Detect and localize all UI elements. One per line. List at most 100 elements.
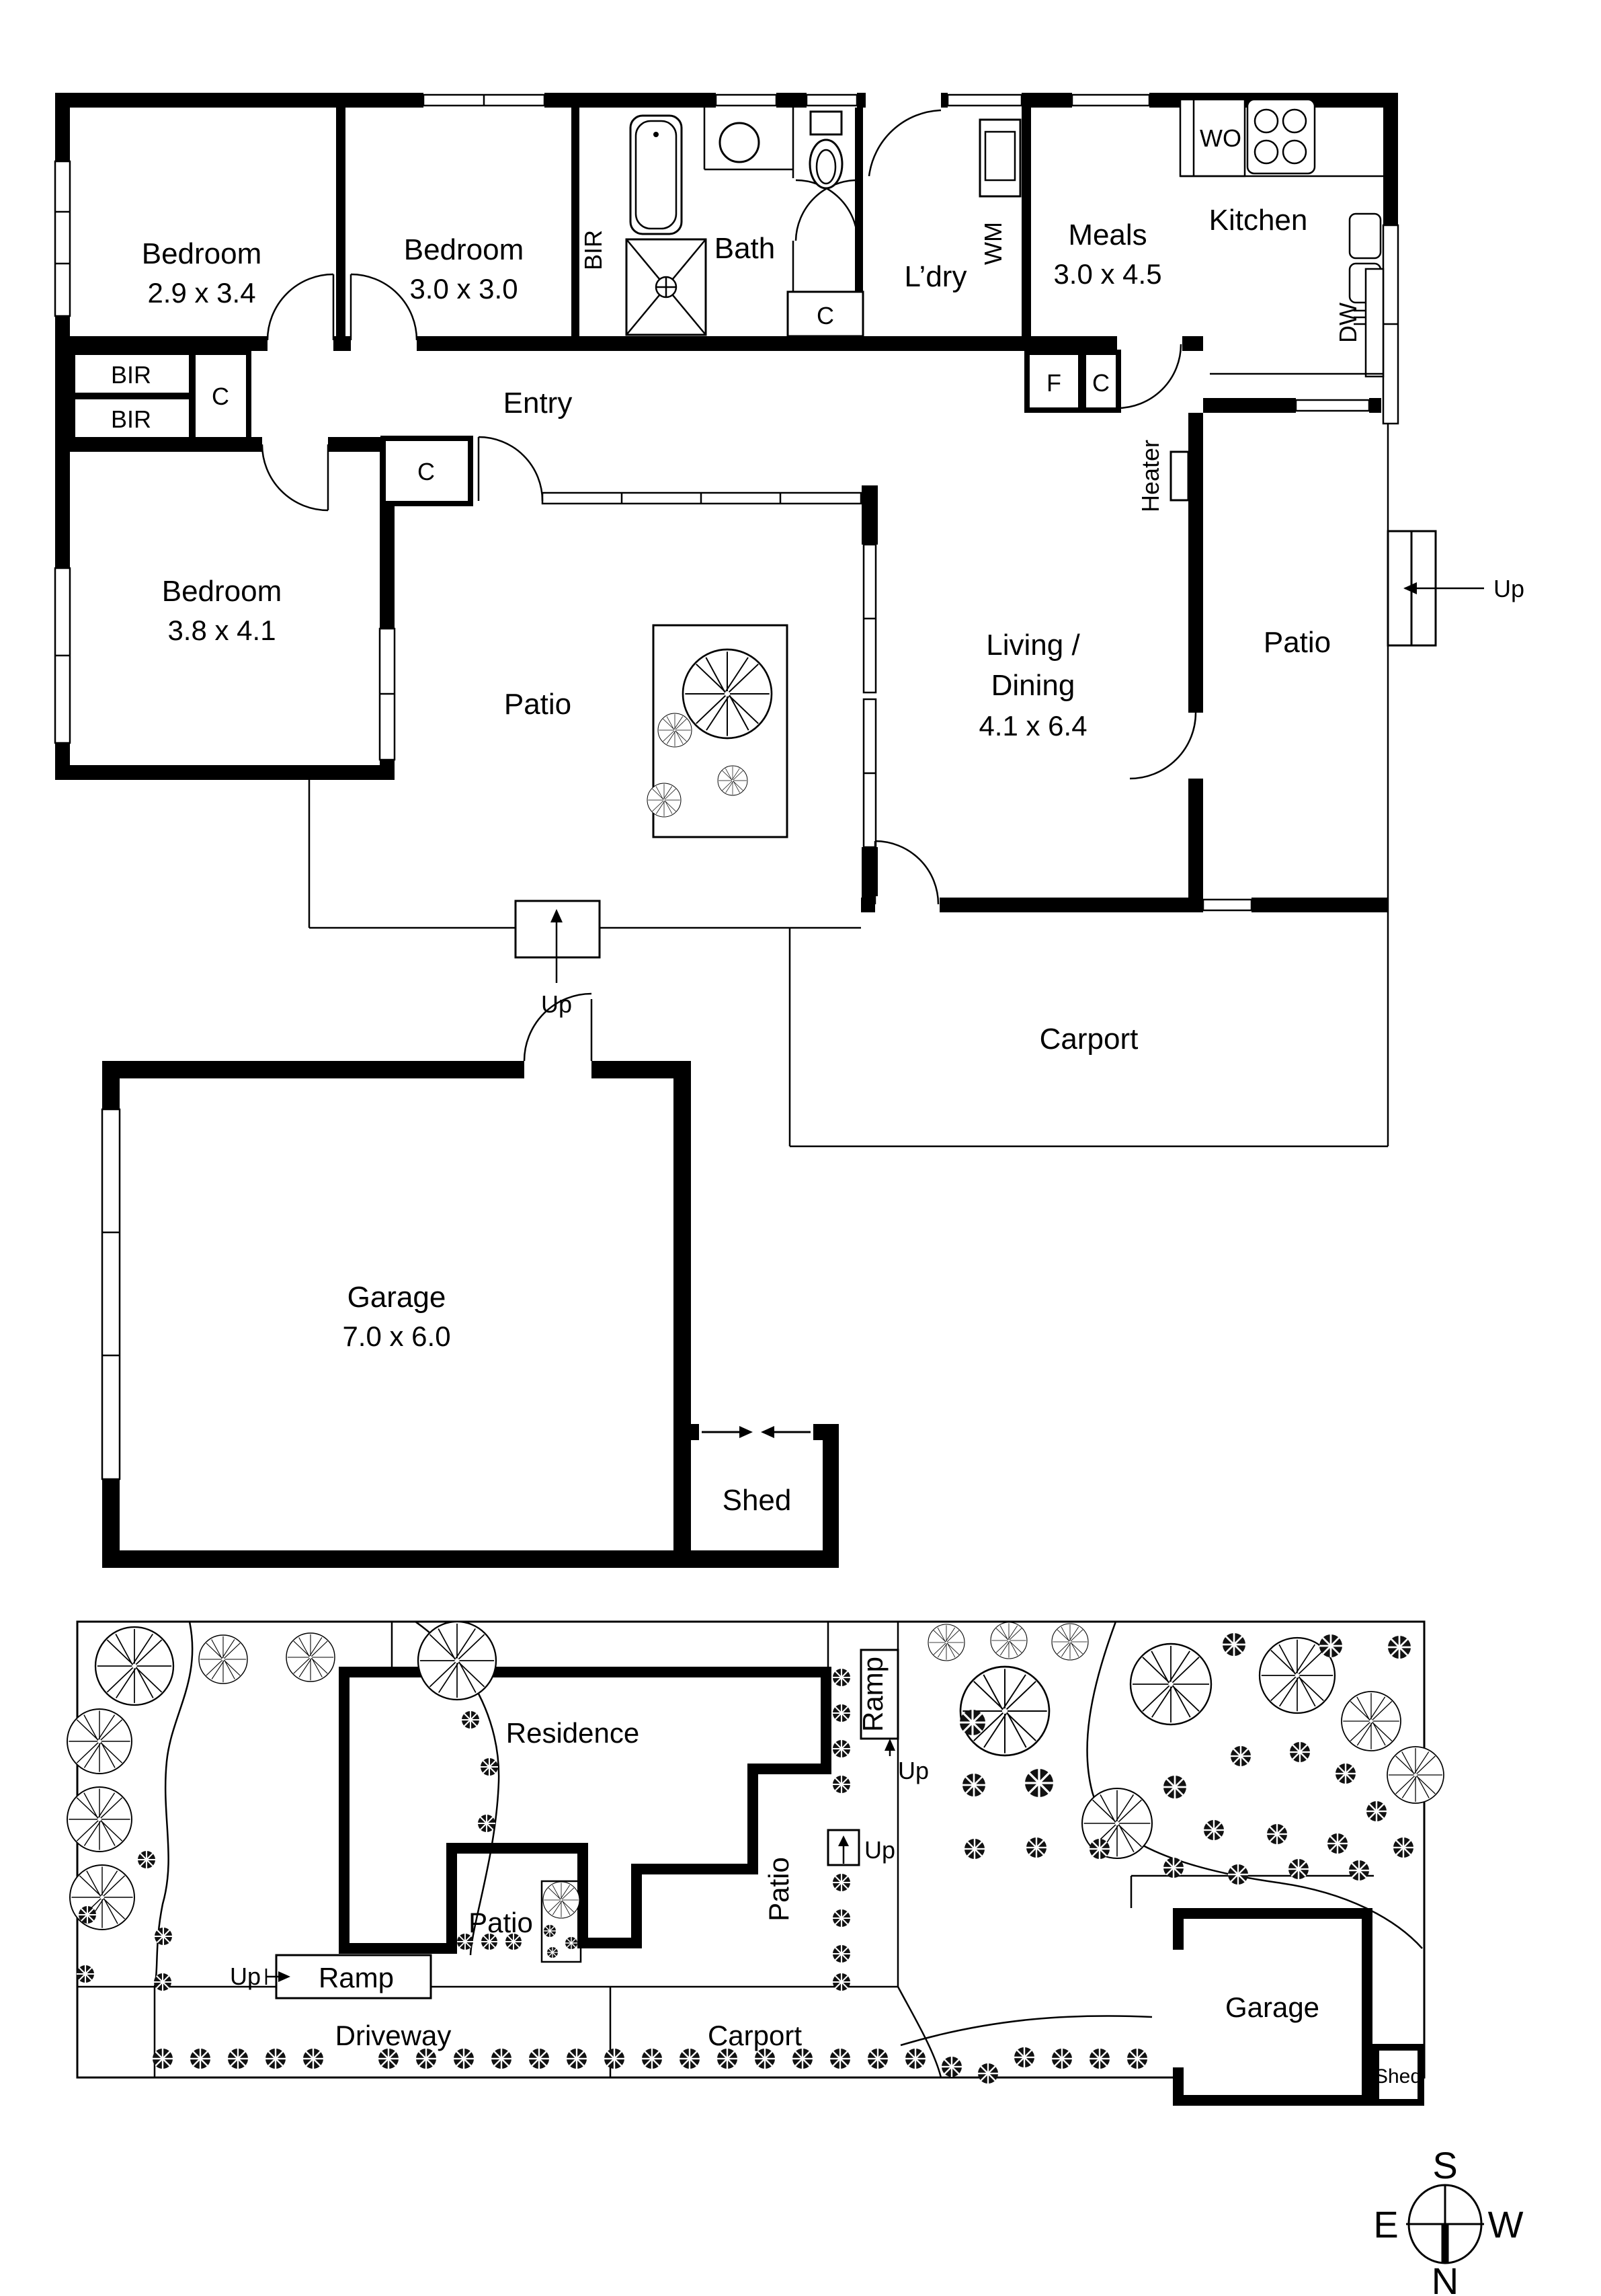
window xyxy=(862,543,878,694)
site-label-ramp-vertical: Ramp xyxy=(857,1657,889,1732)
room-label-kitchen: Kitchen xyxy=(1209,204,1308,237)
room-label-shed: Shed xyxy=(723,1484,792,1517)
closet-meals-c xyxy=(1081,350,1121,413)
label-closet-meals: C xyxy=(1092,369,1110,397)
closet-fridge xyxy=(1024,350,1083,413)
room-label-bedroom1: Bedroom xyxy=(142,237,262,270)
label-bir-robe: BIR xyxy=(579,230,607,270)
site-garage xyxy=(1169,1908,1372,2106)
patio-garden xyxy=(647,624,788,838)
garage-door-opening xyxy=(1169,1950,1188,2067)
shower-icon xyxy=(625,238,707,336)
label-washing-machine: WM xyxy=(979,222,1007,265)
label-closet-bath: C xyxy=(817,302,834,329)
washing-machine-icon xyxy=(979,118,1022,198)
window xyxy=(378,627,397,761)
wall-oven-icon xyxy=(1179,98,1246,177)
room-label-garage: Garage xyxy=(347,1281,446,1314)
tree-icon xyxy=(542,1881,580,1919)
site-label-up-path: Up xyxy=(864,1836,895,1864)
dim-label-bedroom3: 3.8 x 4.1 xyxy=(167,615,276,646)
window xyxy=(53,567,72,744)
cooktop-icon xyxy=(1246,98,1316,175)
tree-icon xyxy=(682,648,773,740)
site-shed xyxy=(1372,2044,1424,2106)
room-label-living1: Living / xyxy=(986,629,1080,662)
compass-north: N xyxy=(1432,2260,1459,2296)
room-label-patio-right: Patio xyxy=(1264,626,1331,659)
shed-doors xyxy=(699,1424,813,1440)
room-label-laundry: L’dry xyxy=(905,260,967,293)
label-heater: Heater xyxy=(1137,440,1164,512)
site-label-patio-path: Patio xyxy=(763,1857,794,1922)
site-label-shed: Shed xyxy=(1374,2065,1422,2088)
room-label-patio-center: Patio xyxy=(504,688,571,721)
bathtub-icon xyxy=(629,114,683,235)
label-closet-hall: C xyxy=(212,383,229,410)
bush-icon xyxy=(565,1936,578,1950)
window xyxy=(714,93,778,108)
site-label-up-ramp-vertical: Up xyxy=(898,1757,929,1784)
steps-up-bottom xyxy=(514,900,601,983)
dim-label-bedroom2: 3.0 x 3.0 xyxy=(409,273,518,305)
compass-rose: S E W N xyxy=(1373,2144,1523,2296)
room-label-bedroom3: Bedroom xyxy=(162,575,282,608)
tree-icon xyxy=(657,713,692,748)
room-label-living2: Dining xyxy=(991,669,1075,702)
heater-icon xyxy=(1169,450,1190,502)
label-wall-oven: WO xyxy=(1200,124,1241,152)
window xyxy=(946,93,1023,108)
swing-door-arc xyxy=(795,179,859,241)
floor-plan-residence: Bedroom 2.9 x 3.4 Bedroom 3.0 x 3.0 BIR … xyxy=(53,93,1524,1148)
tree-icon xyxy=(717,765,748,796)
label-up-right: Up xyxy=(1493,575,1524,602)
courtyard xyxy=(456,1880,582,1963)
site-label-ramp-horizontal: Ramp xyxy=(319,1962,394,1993)
label-dishwasher: DW xyxy=(1334,303,1362,343)
windows xyxy=(53,93,1400,912)
site-label-patio-court: Patio xyxy=(468,1907,533,1938)
site-plan: Residence Patio Patio Ramp Up Ramp Up Up… xyxy=(67,1620,1444,2106)
dim-label-meals: 3.0 x 4.5 xyxy=(1053,258,1161,290)
compass-west: W xyxy=(1488,2203,1524,2246)
closets xyxy=(70,108,1121,506)
tree-icon xyxy=(647,783,682,818)
floor-plan-garage: Garage 7.0 x 6.0 Shed xyxy=(98,992,839,1568)
site-label-garage: Garage xyxy=(1225,1991,1319,2023)
bush-icon xyxy=(543,1924,557,1938)
fixtures xyxy=(625,98,1385,502)
closet-hall-c xyxy=(190,350,251,442)
site-label-up-ramp-horizontal: Up xyxy=(230,1963,261,1990)
front-yard-planting xyxy=(67,1620,499,1992)
residence-outline xyxy=(339,1667,831,1954)
site-label-carport: Carport xyxy=(708,2020,802,2051)
room-label-bath: Bath xyxy=(714,232,776,265)
window xyxy=(1295,398,1370,413)
dim-label-living: 4.1 x 6.4 xyxy=(979,710,1087,742)
site-label-driveway: Driveway xyxy=(335,2020,452,2051)
dim-label-garage: 7.0 x 6.0 xyxy=(342,1320,450,1352)
label-bir2: BIR xyxy=(111,405,151,433)
toilet-icon xyxy=(809,110,844,190)
swing-door-arc xyxy=(794,179,858,241)
room-label-entry: Entry xyxy=(503,387,573,420)
closet-entry-c xyxy=(380,436,473,506)
label-bir1: BIR xyxy=(111,361,151,389)
closet-bath-c xyxy=(786,290,864,338)
window xyxy=(98,1108,122,1480)
boundary-lines xyxy=(308,413,1389,1148)
ramp-horizontal xyxy=(265,1954,432,2000)
room-label-meals: Meals xyxy=(1068,219,1147,251)
window xyxy=(805,93,858,108)
site-boundary xyxy=(76,1620,1426,2079)
room-label-bedroom2: Bedroom xyxy=(404,233,524,266)
window-band xyxy=(541,491,862,505)
doors xyxy=(261,93,1204,914)
label-closet-entry: C xyxy=(417,458,435,485)
room-label-carport: Carport xyxy=(1040,1023,1139,1056)
window xyxy=(1071,93,1151,108)
site-label-residence: Residence xyxy=(506,1717,639,1749)
bush-icon xyxy=(546,1946,559,1958)
